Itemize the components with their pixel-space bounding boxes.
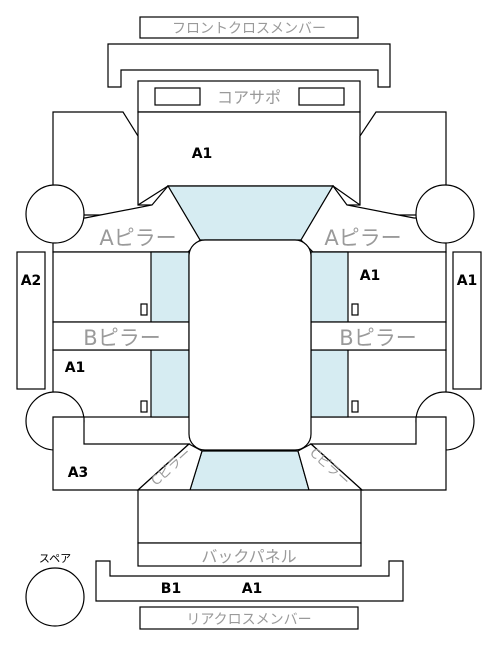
core-support-left-slot	[154, 87, 201, 106]
back-panel-label: バックパネル	[201, 547, 296, 566]
spare-label: スペア	[39, 552, 71, 565]
left-front-window	[150, 251, 190, 323]
b-pillar-left-label: Bピラー	[83, 326, 160, 350]
right-rear-window	[310, 349, 349, 418]
rear-window	[189, 450, 310, 491]
core-support-label: コアサポ	[217, 88, 281, 107]
roof	[188, 239, 312, 451]
front-cross-member-label-box	[139, 16, 359, 39]
right-front-window	[310, 251, 349, 323]
right-rear-door-handle	[351, 400, 359, 413]
rear-cross-member-label-box	[139, 606, 359, 630]
grade-door-right-front: A1	[360, 268, 381, 284]
b-pillar-left	[52, 321, 190, 351]
back-panel	[137, 542, 362, 567]
front-cross-member-label: フロントクロスメンバー	[172, 21, 326, 37]
grade-side-left: A2	[21, 273, 42, 289]
rear-cross-member-label: リアクロスメンバー	[186, 612, 311, 628]
rear-cross-member	[95, 560, 404, 602]
a-pillar-right-label: Aピラー	[324, 226, 401, 250]
core-support-right-slot	[298, 87, 345, 106]
left-side-sill	[16, 251, 46, 390]
left-rear-door-handle	[140, 400, 148, 413]
right-front-door-handle	[351, 303, 359, 316]
grade-side-right: A1	[457, 273, 478, 289]
grade-front-center: A1	[192, 146, 213, 162]
left-front-door-handle	[140, 303, 148, 316]
front-cross-member	[107, 43, 391, 88]
front-left-wheel	[25, 184, 85, 244]
grade-door-left-rear: A1	[65, 360, 86, 376]
grade-rear-center-a: A1	[242, 581, 263, 597]
b-pillar-right-label: Bピラー	[339, 326, 416, 350]
a-pillar-left-label: Aピラー	[99, 226, 176, 250]
front-right-wheel	[415, 184, 475, 244]
trunk	[137, 489, 362, 544]
grade-rear-center-b: B1	[161, 581, 181, 597]
right-side-sill	[452, 251, 482, 390]
grade-rear-left: A3	[68, 465, 89, 481]
spare-tire	[25, 567, 85, 627]
left-rear-window	[150, 349, 190, 418]
